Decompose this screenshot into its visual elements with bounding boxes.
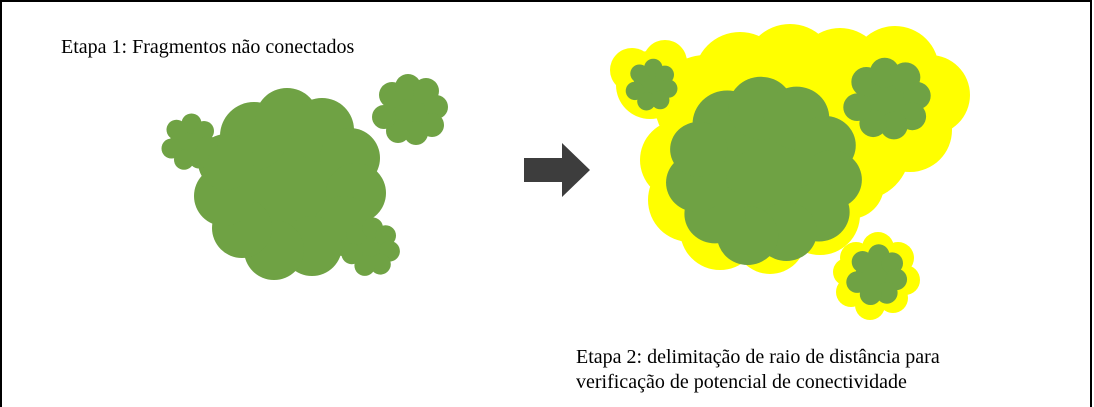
step-2-caption-line-2: verificação de potencial de conectividad…	[576, 371, 907, 393]
step-2-caption-line-1: Etapa 2: delimitação de raio de distânci…	[576, 346, 940, 368]
right-arrow-icon	[524, 143, 590, 197]
step-2-caption: Etapa 2: delimitação de raio de distânci…	[576, 345, 940, 395]
step-1-caption: Etapa 1: Fragmentos não conectados	[61, 36, 355, 58]
fragment-medium	[372, 74, 448, 145]
fragments-unconnected	[161, 74, 448, 280]
fragments-buffered	[610, 24, 970, 320]
